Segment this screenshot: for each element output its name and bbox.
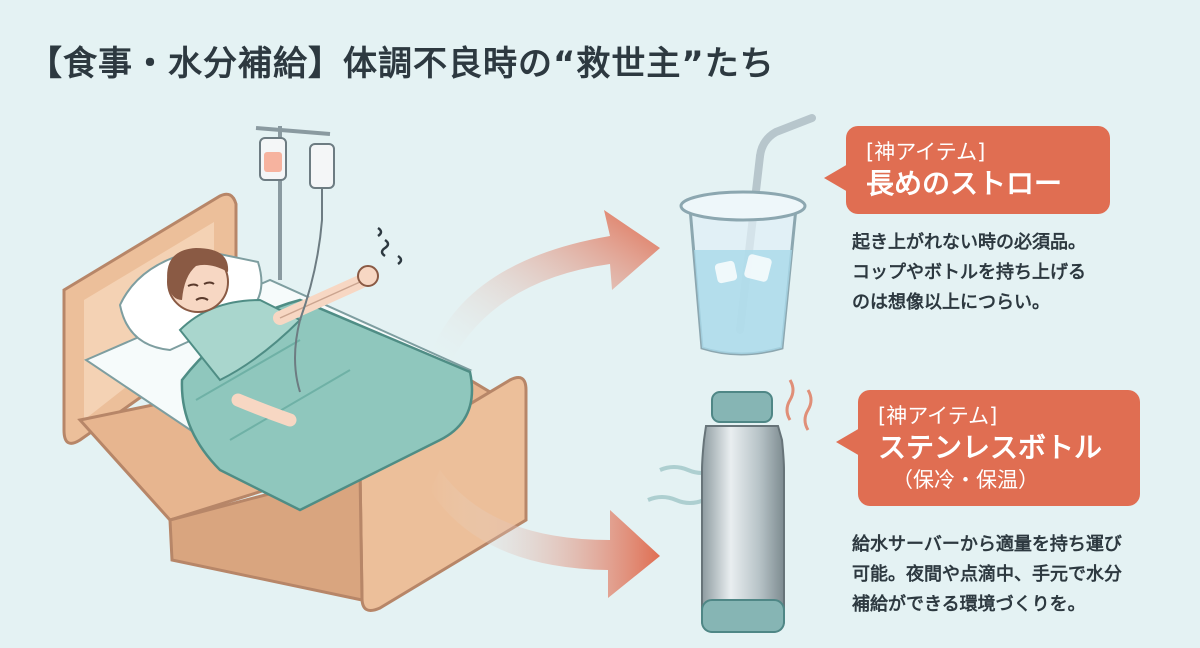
straw-cup-icon [679, 114, 816, 356]
description-bottle: 給水サーバーから適量を持ち運び 可能。夜間や点滴中、手元で水分 補給ができる環境… [852, 534, 1122, 615]
stainless-bottle-icon [647, 379, 813, 633]
callout-tag: [神アイテム] [866, 140, 986, 164]
callout-tag: [神アイテム] [878, 404, 998, 428]
callout-name: 長めのストロー [866, 167, 1063, 200]
callout-straw: [神アイテム] 長めのストロー [824, 126, 1110, 214]
patient-icon [167, 226, 403, 427]
iv-drip-icon [255, 126, 335, 393]
callout-subtitle: （保冷・保温） [892, 468, 1039, 492]
callout-bottle: [神アイテム] ステンレスボトル （保冷・保温） [836, 390, 1140, 506]
callout-name: ステンレスボトル [878, 431, 1103, 464]
description-straw: 起き上がれない時の必須品。 コップやボトルを持ち上げる のは想像以上につらい。 [852, 232, 1086, 313]
page-title: 【食事・水分補給】体調不良時の“救世主”たち [28, 44, 775, 84]
arrow-to-bottle-icon [430, 470, 660, 598]
arrow-to-straw-icon [432, 210, 660, 360]
